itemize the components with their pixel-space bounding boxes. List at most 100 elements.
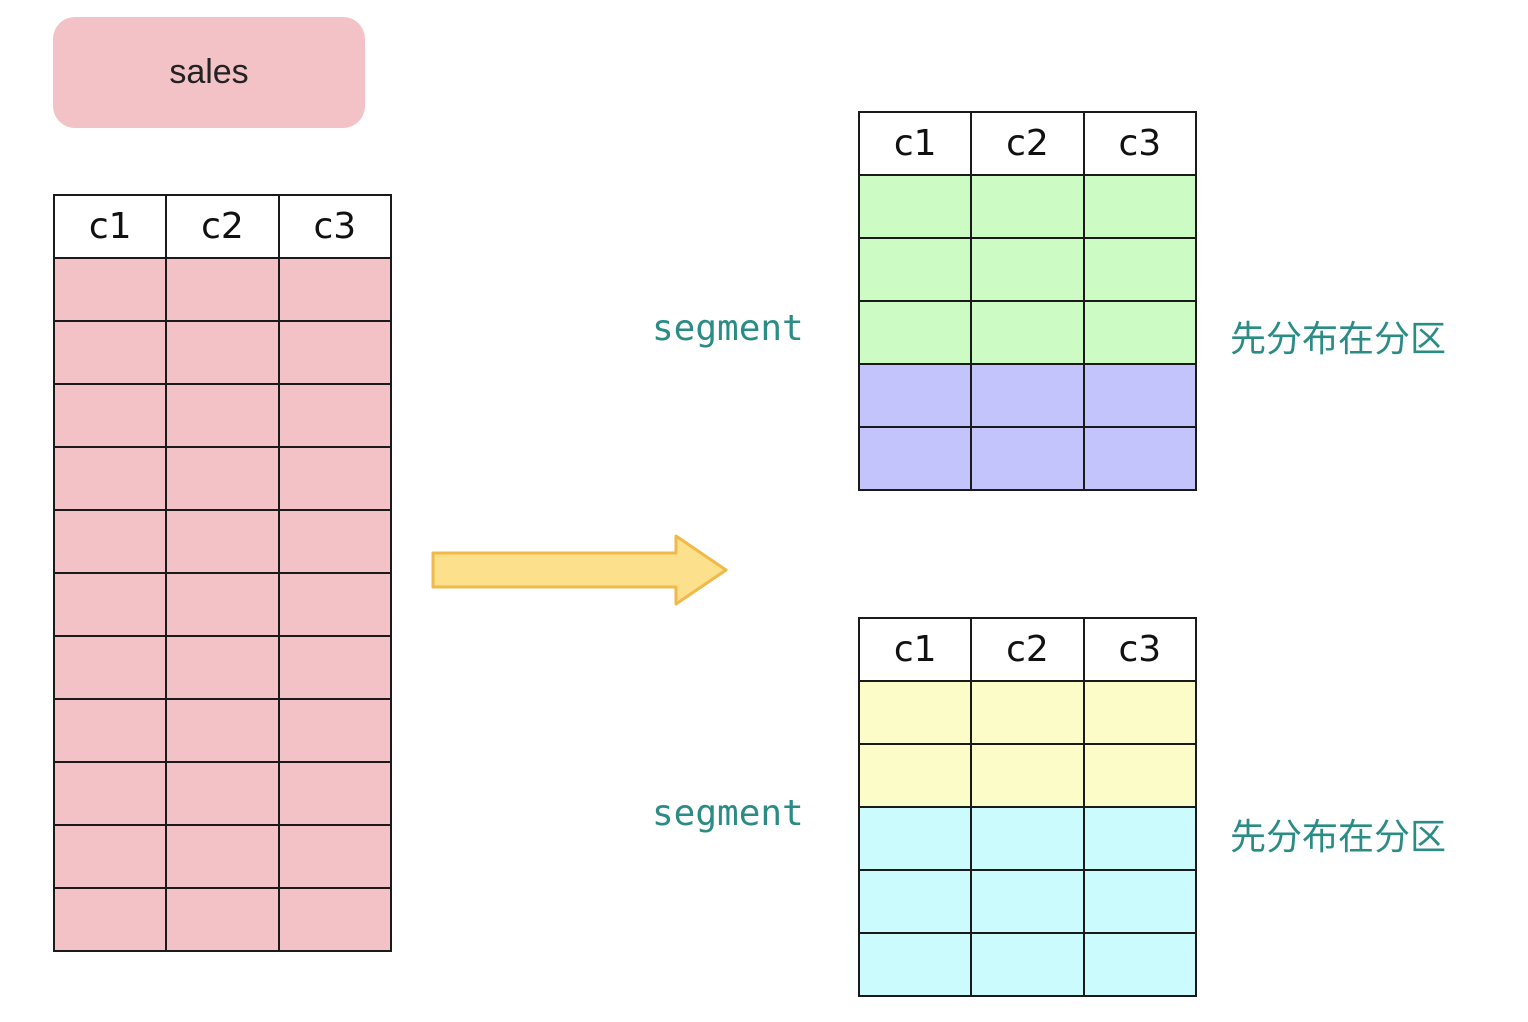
table-cell bbox=[1082, 363, 1198, 428]
segment-2-header: c1 c2 c3 bbox=[857, 617, 1198, 682]
table-cell bbox=[970, 743, 1085, 808]
segment-1-col-c2: c2 bbox=[970, 111, 1085, 176]
table-cell bbox=[857, 426, 973, 491]
sales-title: sales bbox=[169, 53, 249, 91]
table-cell bbox=[1082, 300, 1198, 365]
table-cell bbox=[165, 824, 280, 889]
source-col-c2: c2 bbox=[165, 194, 280, 259]
table-cell bbox=[857, 363, 973, 428]
segment-1-row bbox=[857, 300, 1198, 365]
table-cell bbox=[1082, 174, 1198, 239]
table-cell bbox=[277, 320, 393, 385]
table-cell bbox=[857, 932, 973, 997]
segment-2-note: 先分布在分区 bbox=[1230, 817, 1447, 858]
source-table-header: c1 c2 c3 bbox=[52, 194, 393, 259]
table-cell bbox=[277, 446, 393, 511]
table-cell bbox=[1082, 680, 1198, 745]
table-cell bbox=[857, 680, 973, 745]
segment-1-header: c1 c2 c3 bbox=[857, 111, 1198, 176]
segment-2-row bbox=[857, 869, 1198, 934]
table-cell bbox=[52, 509, 168, 574]
segment-1-row bbox=[857, 237, 1198, 302]
table-cell bbox=[1082, 869, 1198, 934]
table-cell bbox=[857, 237, 973, 302]
table-cell bbox=[165, 572, 280, 637]
segment-1-note: 先分布在分区 bbox=[1230, 319, 1447, 360]
table-cell bbox=[52, 320, 168, 385]
source-table-row bbox=[52, 320, 393, 385]
table-cell bbox=[1082, 426, 1198, 491]
table-cell bbox=[277, 698, 393, 763]
segment-1-label: segment bbox=[652, 308, 804, 349]
segment-2-row bbox=[857, 743, 1198, 808]
table-cell bbox=[970, 426, 1085, 491]
table-cell bbox=[1082, 743, 1198, 808]
table-cell bbox=[970, 932, 1085, 997]
table-cell bbox=[970, 806, 1085, 871]
segment-1-row bbox=[857, 174, 1198, 239]
table-cell bbox=[970, 300, 1085, 365]
table-cell bbox=[165, 383, 280, 448]
source-col-c1: c1 bbox=[52, 194, 168, 259]
table-cell bbox=[165, 698, 280, 763]
right-arrow-icon bbox=[431, 534, 728, 606]
table-cell bbox=[277, 257, 393, 322]
table-cell bbox=[52, 887, 168, 952]
segment-1-table: c1 c2 c3 bbox=[857, 111, 1198, 491]
source-table-row bbox=[52, 698, 393, 763]
table-cell bbox=[165, 257, 280, 322]
table-cell bbox=[970, 680, 1085, 745]
source-table-row bbox=[52, 383, 393, 448]
source-table-row bbox=[52, 761, 393, 826]
table-cell bbox=[1082, 932, 1198, 997]
table-cell bbox=[277, 383, 393, 448]
sales-title-box: sales bbox=[53, 17, 365, 128]
source-table-row bbox=[52, 446, 393, 511]
table-cell bbox=[165, 509, 280, 574]
segment-2-row bbox=[857, 806, 1198, 871]
table-cell bbox=[52, 698, 168, 763]
segment-1-col-c1: c1 bbox=[857, 111, 973, 176]
table-cell bbox=[52, 572, 168, 637]
table-cell bbox=[52, 383, 168, 448]
segment-2-row bbox=[857, 932, 1198, 997]
table-cell bbox=[277, 887, 393, 952]
table-cell bbox=[970, 237, 1085, 302]
table-cell bbox=[970, 174, 1085, 239]
table-cell bbox=[277, 509, 393, 574]
table-cell bbox=[1082, 237, 1198, 302]
segment-2-col-c3: c3 bbox=[1082, 617, 1198, 682]
source-table-row bbox=[52, 509, 393, 574]
segment-1-row bbox=[857, 426, 1198, 491]
table-cell bbox=[277, 824, 393, 889]
source-table-row bbox=[52, 257, 393, 322]
segment-2-col-c2: c2 bbox=[970, 617, 1085, 682]
table-cell bbox=[52, 761, 168, 826]
table-cell bbox=[165, 635, 280, 700]
source-table-row bbox=[52, 887, 393, 952]
source-col-c3: c3 bbox=[277, 194, 393, 259]
table-cell bbox=[857, 869, 973, 934]
table-cell bbox=[857, 174, 973, 239]
segment-2-table: c1 c2 c3 bbox=[857, 617, 1198, 997]
table-cell bbox=[857, 300, 973, 365]
source-table-row bbox=[52, 824, 393, 889]
table-cell bbox=[52, 824, 168, 889]
table-cell bbox=[165, 761, 280, 826]
table-cell bbox=[857, 806, 973, 871]
segment-2-col-c1: c1 bbox=[857, 617, 973, 682]
table-cell bbox=[165, 320, 280, 385]
table-cell bbox=[970, 363, 1085, 428]
table-cell bbox=[165, 446, 280, 511]
segment-2-row bbox=[857, 680, 1198, 745]
source-table: c1 c2 c3 bbox=[52, 194, 393, 952]
table-cell bbox=[970, 869, 1085, 934]
table-cell bbox=[165, 887, 280, 952]
segment-1-col-c3: c3 bbox=[1082, 111, 1198, 176]
table-cell bbox=[277, 761, 393, 826]
table-cell bbox=[277, 572, 393, 637]
source-table-row bbox=[52, 572, 393, 637]
segment-2-label: segment bbox=[652, 793, 804, 834]
table-cell bbox=[52, 635, 168, 700]
table-cell bbox=[52, 257, 168, 322]
